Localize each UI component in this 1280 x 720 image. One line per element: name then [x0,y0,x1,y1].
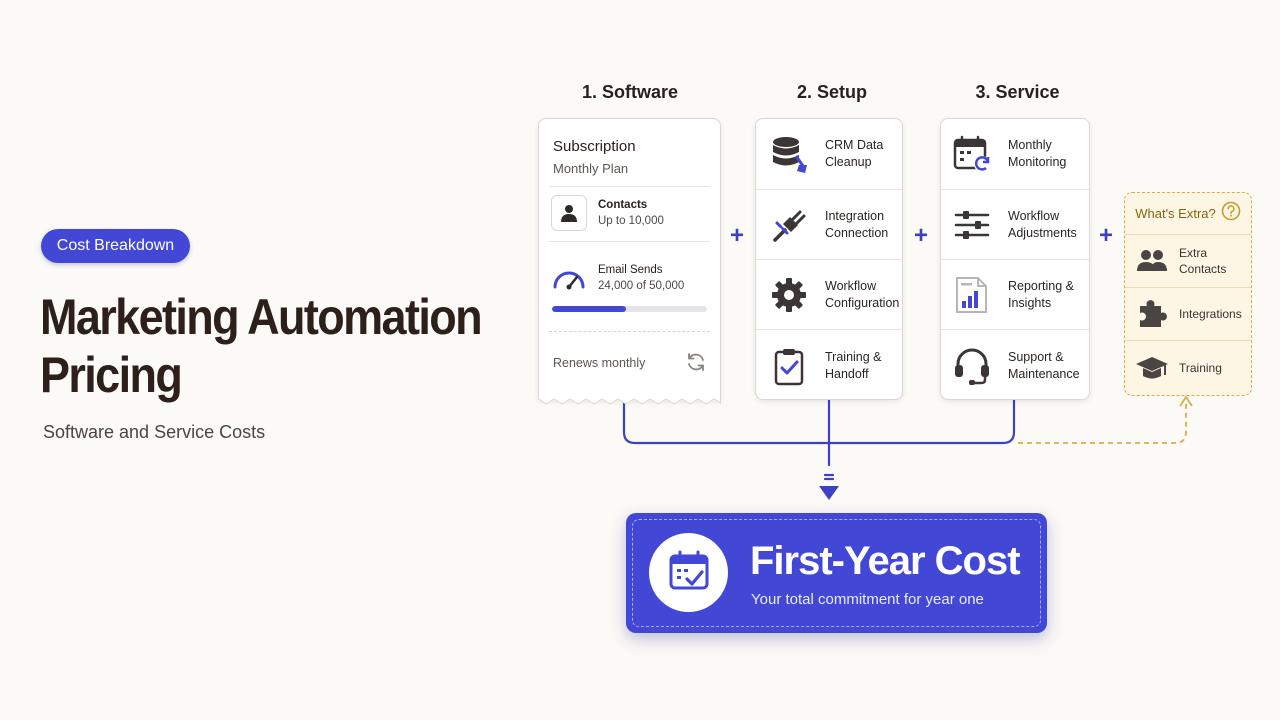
divider [549,241,710,242]
clipboard-check-icon [769,346,809,386]
service-item-support: Support & Maintenance [941,330,1089,401]
service-item-label: Workflow Adjustments [1008,208,1077,240]
email-sends-value: 24,000 of 50,000 [598,280,685,292]
setup-item-workflow-config: Workflow Configuration [756,260,902,330]
setup-item-training-handoff: Training & Handoff [756,330,902,401]
extra-item-label: Extra Contacts [1179,246,1227,276]
service-item-label: Support & Maintenance [1008,349,1080,381]
page-title-line-2: Pricing [40,347,183,403]
setup-item-label: Integration Connection [825,208,889,240]
renewal-text: Renews monthly [553,356,646,370]
service-item-workflow-adjust: Workflow Adjustments [941,190,1089,260]
email-sends-row: Email Sends 24,000 of 50,000 [551,264,684,292]
connector-down-arrow [819,486,839,500]
divider [549,186,710,187]
page-title: Marketing Automation Pricing [40,288,483,404]
page-title-line-1: Marketing Automation [40,289,483,345]
plus-sign-1: + [730,222,745,249]
report-chart-icon [952,275,992,315]
email-sends-label: Email Sends [598,264,663,276]
divider-dashed [549,331,710,332]
service-card: Monthly Monitoring Workflow Adjustments … [940,118,1090,400]
extra-item-integrations: Integrations [1125,288,1251,341]
setup-item-crm-cleanup: CRM Data Cleanup [756,119,902,190]
service-item-reporting: Reporting & Insights [941,260,1089,330]
plus-sign-2: + [914,222,929,249]
calendar-refresh-icon [952,134,992,174]
service-item-monitoring: Monthly Monitoring [941,119,1089,190]
plus-sign-3: + [1099,222,1114,249]
extra-item-contacts: Extra Contacts [1125,235,1251,288]
receipt-edge [538,394,721,405]
database-brush-icon [769,134,809,174]
setup-item-label: CRM Data Cleanup [825,138,884,169]
setup-item-label: Training & Handoff [825,349,882,381]
page-subtitle: Software and Service Costs [43,422,266,442]
contacts-label: Contacts [598,199,648,211]
first-year-cost-subtitle: Your total commitment for year one [751,591,984,608]
whats-extra-title: What's Extra? [1135,206,1216,221]
subscription-title: Subscription [553,138,636,155]
service-item-label: Monthly Monitoring [1008,138,1067,169]
headset-icon [952,346,992,386]
service-item-label: Reporting & Insights [1008,278,1075,310]
first-year-cost-title: First-Year Cost [750,539,1021,583]
setup-item-label: Workflow Configuration [825,278,900,310]
software-card: Subscription Monthly Plan Contacts Up to… [538,118,721,400]
graduation-cap-icon [1135,351,1169,385]
extra-item-label: Integrations [1179,307,1242,321]
calendar-check-icon [667,548,711,597]
puzzle-icon [1135,297,1169,331]
service-heading: 3. Service [975,82,1060,102]
subscription-plan: Monthly Plan [553,161,629,176]
question-icon[interactable] [1221,201,1241,226]
setup-item-integration: Integration Connection [756,190,902,260]
person-icon [551,195,587,231]
connector-extra-dashed [1018,404,1187,444]
gauge-icon [551,265,587,291]
cost-breakdown-badge: Cost Breakdown [41,229,190,263]
software-heading: 1. Software [581,82,679,102]
people-icon [1135,244,1169,278]
connector-equals-mark [823,473,835,481]
whats-extra-card: What's Extra? Extra Contacts Integration… [1124,192,1252,396]
extra-item-training: Training [1125,341,1251,394]
refresh-icon [685,351,707,378]
email-sends-progress-fill [552,306,627,312]
setup-heading: 2. Setup [796,82,867,102]
first-year-cost-box: First-Year Cost Your total commitment fo… [626,513,1047,633]
cost-icon-circle [649,533,728,612]
cost-inner-border [632,519,1041,627]
plug-icon [769,205,809,245]
whats-extra-header: What's Extra? [1125,193,1251,235]
connector-merge-line [622,396,1016,445]
connector-extra-arrow [1179,395,1193,407]
gear-icon [769,275,809,315]
extra-item-label: Training [1179,360,1222,375]
sliders-icon [952,205,992,245]
contacts-row: Contacts Up to 10,000 [551,195,664,231]
email-sends-progress [552,306,707,312]
contacts-value: Up to 10,000 [598,215,664,227]
setup-card: CRM Data Cleanup Integration Connection … [755,118,903,400]
